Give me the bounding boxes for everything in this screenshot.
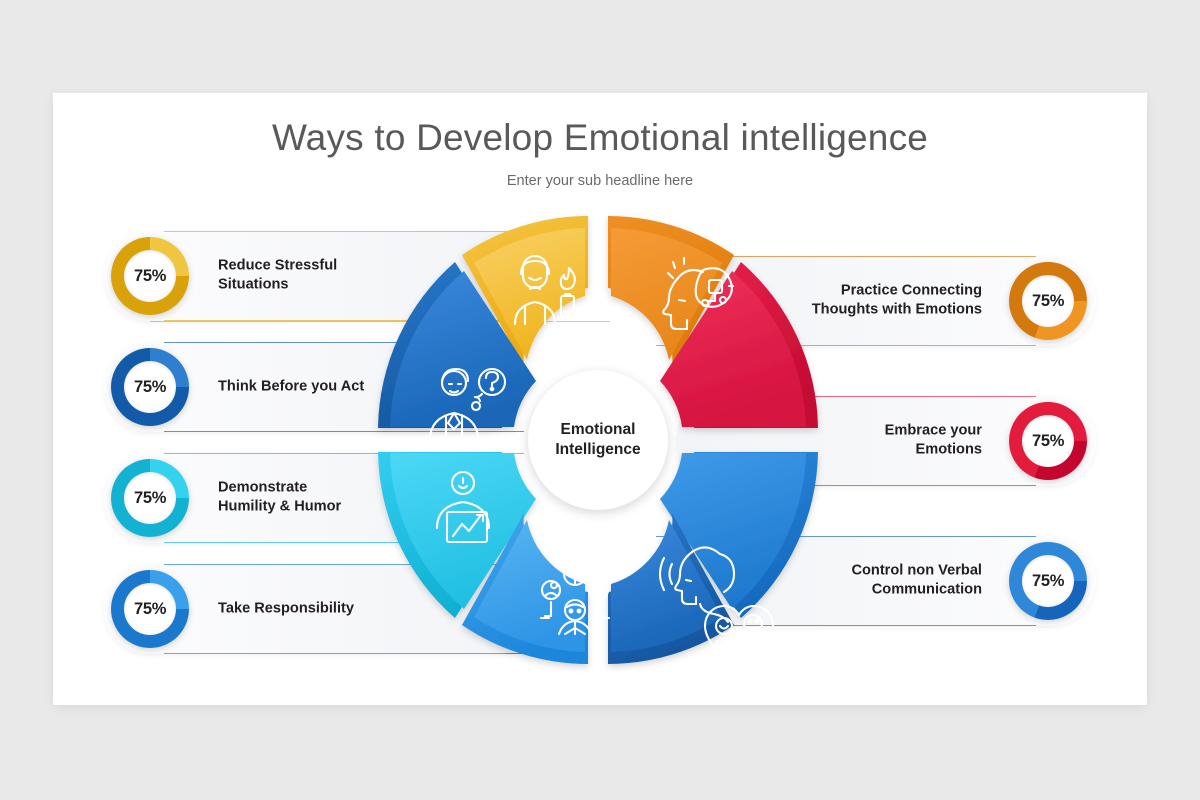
- page-subtitle: Enter your sub headline here: [506, 173, 694, 189]
- bar-edge-bottom: [656, 345, 1036, 346]
- thinking-person-icon: [428, 367, 507, 442]
- bar-edge-bottom: [676, 485, 1036, 486]
- ring-demonstrate-humility-humor[interactable]: 75%: [111, 459, 189, 537]
- hub-label: Emotional Intelligence: [555, 420, 641, 458]
- ring-percent: 75%: [1031, 291, 1065, 310]
- ring-embrace-your-emotions[interactable]: 75%: [1009, 402, 1087, 480]
- segment-control-non-verbal-communication[interactable]: [660, 452, 818, 618]
- ring-practice-connecting-thoughts[interactable]: 75%: [1009, 262, 1087, 340]
- ring-percent: 75%: [1031, 571, 1065, 590]
- wheel-icons: [428, 254, 775, 672]
- bar-edge-bottom: [164, 653, 544, 654]
- ring-percent: 75%: [133, 266, 167, 285]
- ring-percent: 75%: [133, 377, 167, 396]
- ring-percent: 75%: [133, 488, 167, 507]
- bar-edge-bottom: [656, 625, 1036, 626]
- rail-reduce-stressful-b: [150, 321, 610, 322]
- segment-embrace-your-emotions[interactable]: [660, 262, 818, 428]
- stressed-person-icon: [513, 254, 576, 326]
- ring-think-before-you-act[interactable]: 75%: [111, 348, 189, 426]
- bar-edge-top: [164, 342, 524, 343]
- bar-edge-top: [676, 396, 1036, 397]
- bar-edge-top: [164, 453, 524, 454]
- segment-speaking-head[interactable]: [608, 513, 734, 664]
- bar-edge-bottom: [164, 320, 544, 321]
- item-label: Think Before you Act: [218, 378, 365, 395]
- ring-reduce-stressful-situations[interactable]: 75%: [111, 237, 189, 315]
- segment-think-before-you-act[interactable]: [378, 262, 536, 428]
- ring-control-non-verbal-communication[interactable]: 75%: [1009, 542, 1087, 620]
- bar-edge-bottom: [164, 431, 524, 432]
- ring-percent: 75%: [133, 599, 167, 618]
- item-label: Take Responsibility: [218, 600, 354, 617]
- team-network-icon: [539, 561, 611, 636]
- speaking-head-icon: [658, 546, 736, 624]
- segment-take-responsibility[interactable]: [462, 513, 588, 664]
- bar-edge-top: [164, 231, 544, 232]
- presenter-chart-icon: [435, 470, 491, 544]
- bar-edge-top: [164, 564, 544, 565]
- bar-edge-bottom: [164, 542, 524, 543]
- ring-take-responsibility[interactable]: 75%: [111, 570, 189, 648]
- head-brain-icon: [662, 256, 735, 331]
- page-title: Ways to Develop Emotional intelligence: [271, 117, 929, 158]
- ring-percent: 75%: [1031, 431, 1065, 450]
- segment-reduce-stressful-situations[interactable]: [462, 216, 588, 367]
- bar-edge-top: [656, 256, 1036, 257]
- wheel-center-hub[interactable]: Emotional Intelligence: [528, 370, 668, 510]
- bar-edge-top: [656, 536, 1036, 537]
